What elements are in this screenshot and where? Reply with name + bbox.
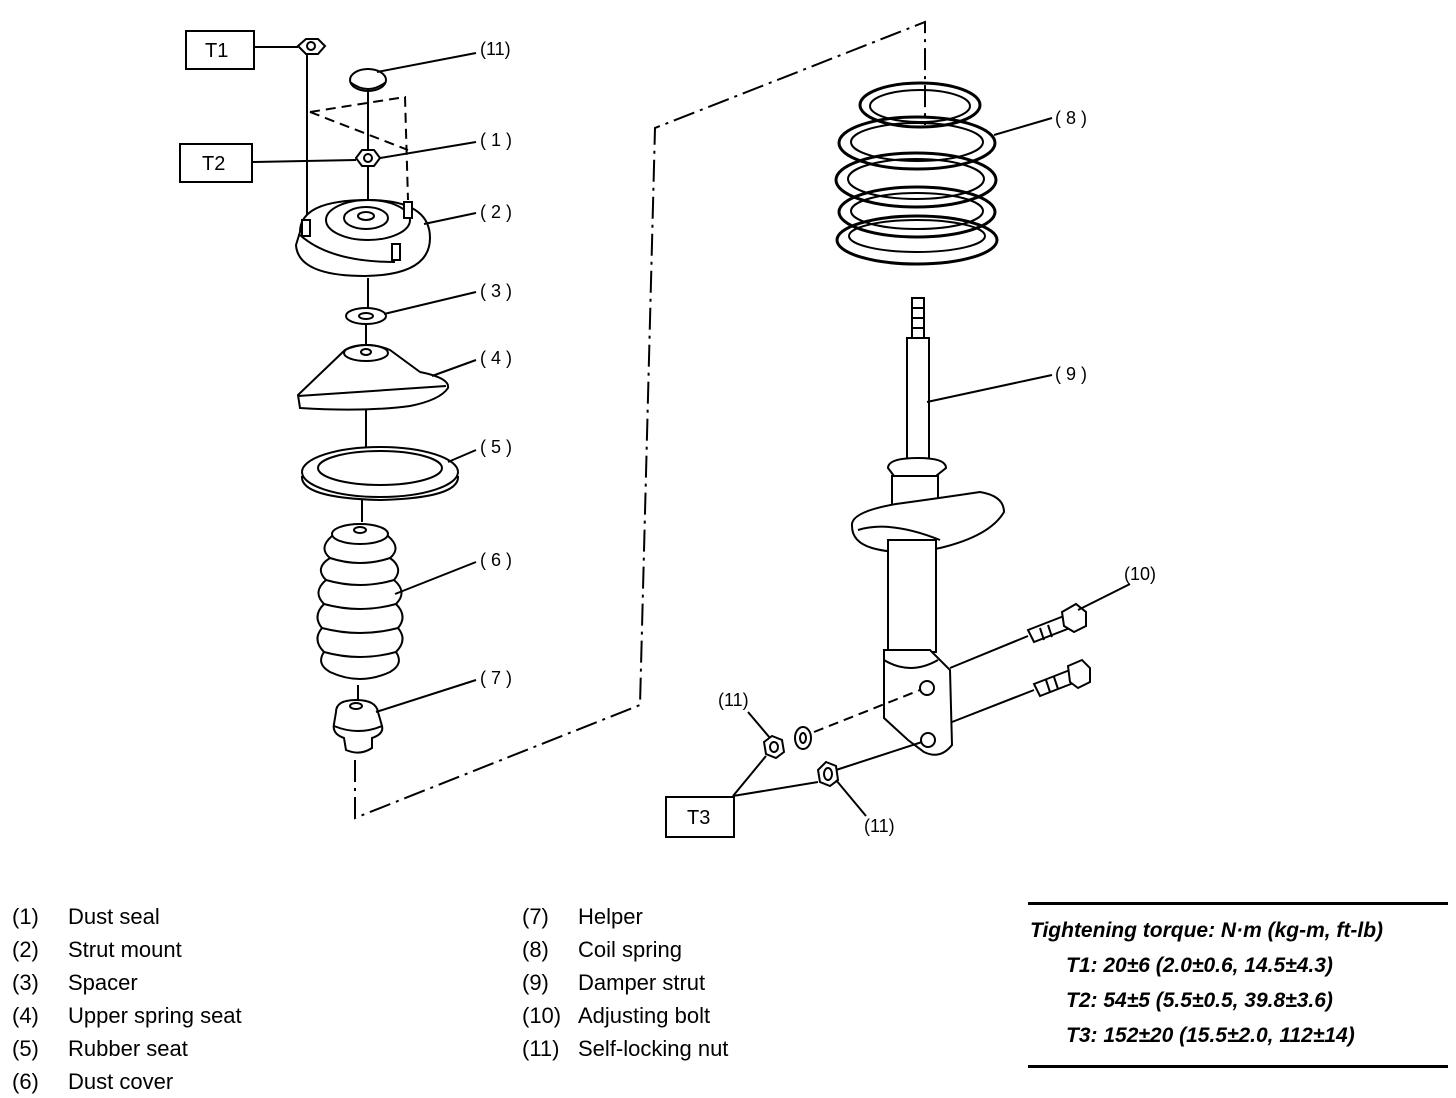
callout-9: ( 9 ) (1055, 364, 1087, 384)
callout-6: ( 6 ) (480, 550, 512, 570)
callout-11-right: (11) (864, 816, 895, 836)
legend-item: (11)Self-locking nut (522, 1036, 729, 1061)
upper-spring-seat (296, 344, 450, 411)
callout-7: ( 7 ) (480, 668, 512, 688)
t2-box (179, 143, 253, 183)
parts-legend-left: (1)Dust seal (2)Strut mount (3)Spacer (4… (12, 900, 242, 1098)
callout-4: ( 4 ) (480, 348, 512, 368)
legend-item: (5)Rubber seat (12, 1036, 188, 1061)
torque-spec-t1: T1: 20±6 (2.0±0.6, 14.5±4.3) (1066, 954, 1333, 977)
legend-item: (7)Helper (522, 904, 643, 929)
torque-title: Tightening torque: N·m (kg-m, ft-lb) (1030, 919, 1384, 942)
t3-label: T3 (687, 807, 710, 829)
adjusting-bolt (1026, 602, 1091, 698)
legend-item: (9)Damper strut (522, 970, 706, 995)
legend-item: (6)Dust cover (12, 1069, 174, 1094)
rubber-seat (301, 446, 459, 502)
self-locking-nut-left (762, 734, 786, 760)
spacer (345, 307, 387, 325)
parts-legend-right: (7)Helper (8)Coil spring (9)Damper strut… (522, 900, 728, 1065)
strut-mount (294, 198, 432, 278)
callout-10: (10) (1124, 564, 1156, 584)
torque-spec-t2: T2: 54±5 (5.5±0.5, 39.8±3.6) (1066, 989, 1333, 1012)
damper-strut (850, 297, 1006, 756)
callout-11-top: (11) (480, 39, 511, 59)
legend-item: (1)Dust seal (12, 904, 160, 929)
dust-cover (316, 523, 404, 680)
callout-2: ( 2 ) (480, 202, 512, 222)
t3-box (665, 796, 735, 838)
t2-label: T2 (202, 153, 225, 175)
helper (332, 698, 384, 754)
legend-item: (8)Coil spring (522, 937, 682, 962)
dust-seal-nut (354, 149, 382, 200)
callout-11-left: (11) (718, 690, 749, 710)
t1-nut (296, 38, 327, 225)
torque-spec-table: Tightening torque: N·m (kg-m, ft-lb) T1:… (1028, 902, 1448, 1068)
assembly-line (354, 20, 926, 820)
torque-spec-t3: T3: 152±20 (15.5±2.0, 112±14) (1066, 1024, 1355, 1047)
self-locking-nut-right (816, 760, 840, 788)
callout-1: ( 1 ) (480, 130, 512, 150)
dust-seal-cap (349, 68, 387, 150)
legend-item: (4)Upper spring seat (12, 1003, 242, 1028)
legend-item: (3)Spacer (12, 970, 138, 995)
callout-3: ( 3 ) (480, 281, 512, 301)
coil-spring (834, 81, 999, 266)
t1-box (185, 30, 255, 70)
legend-item: (10)Adjusting bolt (522, 1003, 711, 1028)
legend-item: (2)Strut mount (12, 937, 182, 962)
callout-8: ( 8 ) (1055, 108, 1087, 128)
callout-5: ( 5 ) (480, 437, 512, 457)
t1-label: T1 (205, 40, 228, 62)
exploded-strut-diagram: T1 T2 T3 (11) ( 1 ) ( 2 ) ( 3 ) ( 4 ) ( … (179, 20, 1156, 838)
